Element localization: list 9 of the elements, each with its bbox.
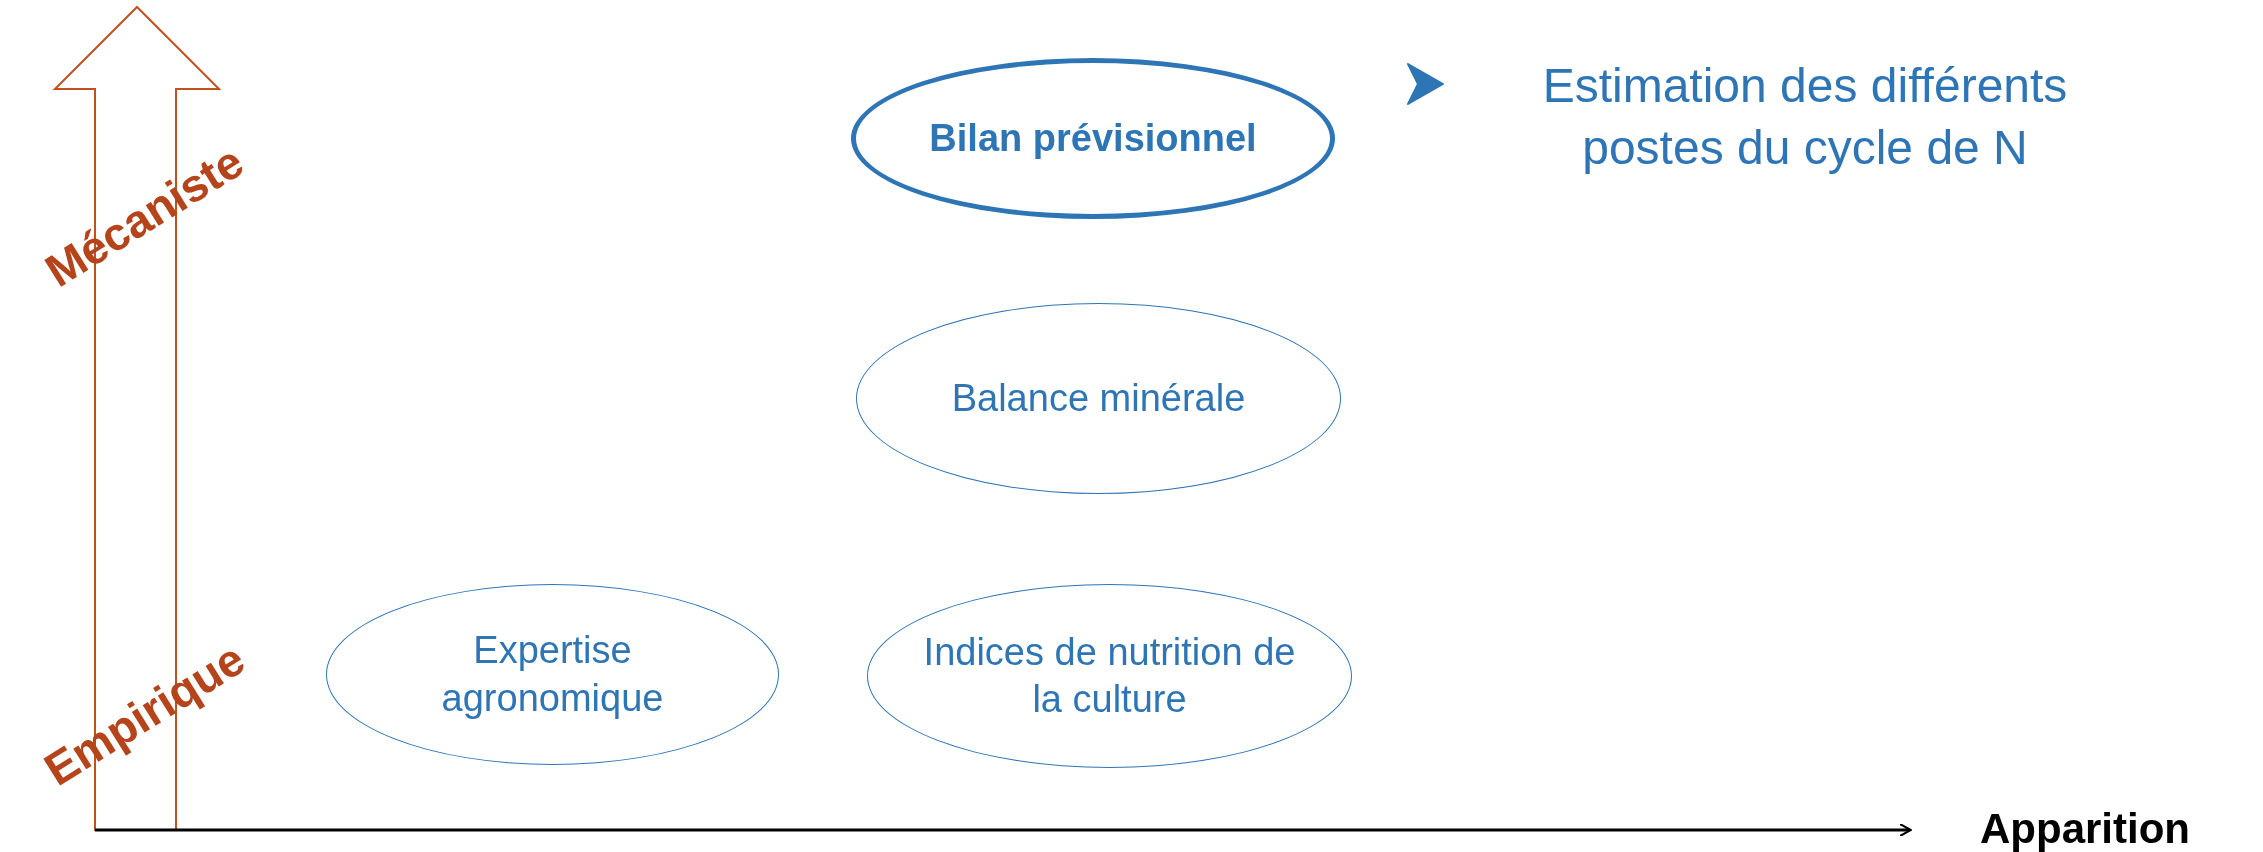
node-label: Bilan prévisionnel — [928, 115, 1258, 161]
axis-label: Apparition — [1980, 805, 2190, 852]
node-label: Balance minérale — [950, 375, 1247, 421]
ellipse-node — [326, 584, 779, 765]
bullet-text: Estimation des différents postes du cycle de N — [1541, 58, 2069, 177]
ellipse-node — [856, 303, 1341, 494]
ellipse-node — [851, 58, 1335, 219]
node-label: Indices de nutrition de la culture — [922, 629, 1297, 722]
node-label: Expertise agronomique — [440, 628, 665, 721]
